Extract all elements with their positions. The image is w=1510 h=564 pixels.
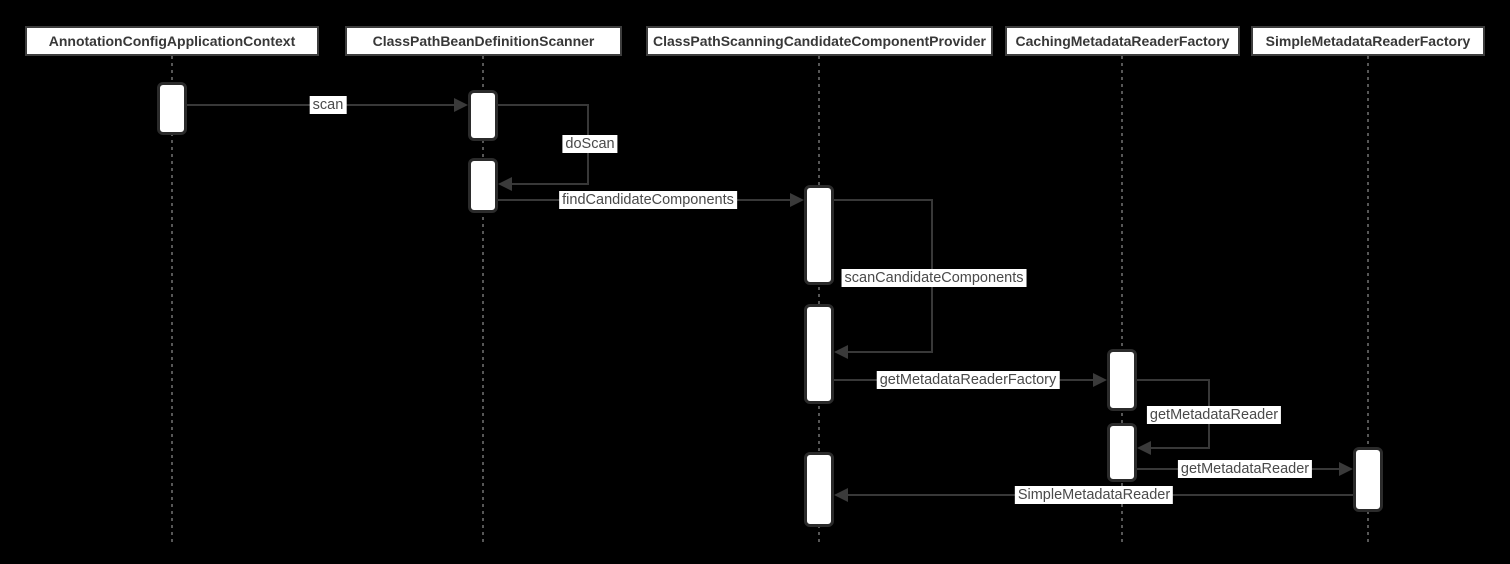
participant-label: CachingMetadataReaderFactory	[1015, 33, 1230, 49]
message-label: findCandidateComponents	[559, 191, 737, 209]
activation-bar-provider-2	[804, 304, 834, 404]
activation-bar-caching-factory-1	[1107, 349, 1137, 411]
message-label: doScan	[562, 135, 618, 153]
arrowhead-right-icon	[454, 98, 468, 112]
arrowhead-right-icon	[790, 193, 804, 207]
message-line	[498, 104, 589, 106]
lifeline-annotation-config-application-context	[171, 56, 173, 545]
message-label: getMetadataReader	[1146, 406, 1282, 424]
participant-label: SimpleMetadataReaderFactory	[1265, 33, 1471, 49]
participant-label: ClassPathScanningCandidateComponentProvi…	[653, 33, 986, 49]
activation-bar-scanner-2	[468, 158, 498, 213]
message-line	[834, 199, 933, 201]
arrowhead-left-icon	[498, 177, 512, 191]
activation-bar-scanner-1	[468, 90, 498, 141]
arrowhead-right-icon	[1093, 373, 1107, 387]
participant-label: ClassPathBeanDefinitionScanner	[372, 33, 595, 49]
message-line	[1151, 447, 1210, 449]
message-label: SimpleMetadataReader	[1014, 486, 1174, 504]
arrowhead-left-icon	[834, 345, 848, 359]
message-label: getMetadataReaderFactory	[876, 371, 1060, 389]
participant-label: AnnotationConfigApplicationContext	[48, 33, 296, 49]
message-label: scanCandidateComponents	[841, 269, 1027, 287]
activation-bar-caching-factory-2	[1107, 423, 1137, 482]
arrowhead-left-icon	[1137, 441, 1151, 455]
message-label: getMetadataReader	[1177, 460, 1313, 478]
lifeline-class-path-scanning-candidate-component-provider	[818, 56, 820, 545]
lifeline-simple-metadata-reader-factory	[1367, 56, 1369, 545]
participant-class-path-bean-definition-scanner: ClassPathBeanDefinitionScanner	[345, 26, 622, 56]
activation-bar-simple-factory	[1353, 447, 1383, 512]
message-line	[510, 183, 589, 185]
participant-annotation-config-application-context: AnnotationConfigApplicationContext	[25, 26, 319, 56]
message-label: scan	[309, 96, 347, 114]
activation-bar-provider-3	[804, 452, 834, 527]
lifeline-caching-metadata-reader-factory	[1121, 56, 1123, 545]
message-line	[848, 351, 933, 353]
participant-caching-metadata-reader-factory: CachingMetadataReaderFactory	[1005, 26, 1240, 56]
participant-class-path-scanning-candidate-component-provider: ClassPathScanningCandidateComponentProvi…	[646, 26, 993, 56]
participant-simple-metadata-reader-factory: SimpleMetadataReaderFactory	[1251, 26, 1485, 56]
arrowhead-right-icon	[1339, 462, 1353, 476]
lifeline-class-path-bean-definition-scanner	[482, 56, 484, 545]
arrowhead-left-icon	[834, 488, 848, 502]
message-line	[1137, 379, 1210, 381]
activation-bar-context	[157, 82, 187, 135]
activation-bar-provider-1	[804, 185, 834, 285]
